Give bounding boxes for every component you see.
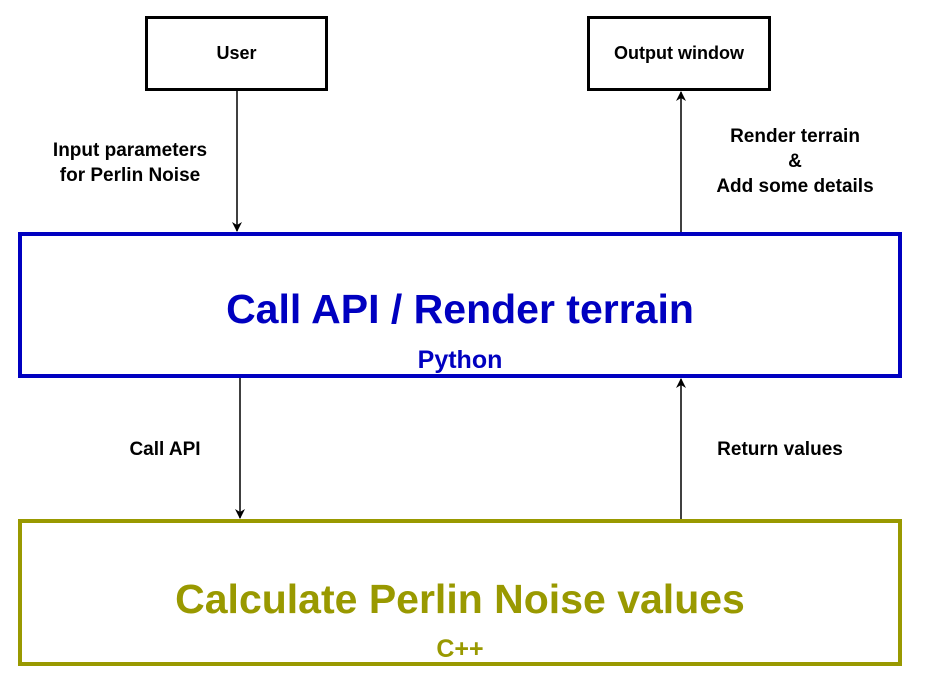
user-node: User: [145, 16, 328, 91]
edge-label-return-values: Return values: [717, 439, 843, 460]
edge-label-line: Render terrain: [730, 126, 860, 147]
python-node: Call API / Render terrain Python: [18, 232, 902, 378]
edge-label-input-parameters: Input parameters for Perlin Noise: [30, 138, 230, 188]
edge-label-line: Add some details: [716, 176, 874, 197]
cpp-node-subtitle: C++: [436, 635, 484, 663]
edge-label-render-terrain: Render terrain & Add some details: [690, 124, 900, 199]
python-node-subtitle: Python: [417, 346, 503, 374]
output-window-node: Output window: [587, 16, 771, 91]
output-window-node-label: Output window: [614, 43, 744, 63]
edge-label-line: Input parameters: [52, 140, 208, 161]
user-node-label: User: [216, 43, 257, 63]
edge-label-call-api: Call API: [129, 439, 201, 460]
python-node-title: Call API / Render terrain: [226, 286, 694, 332]
cpp-node-title: Calculate Perlin Noise values: [175, 576, 745, 622]
edge-label-line: for Perlin Noise: [59, 165, 201, 186]
cpp-node: Calculate Perlin Noise values C++: [18, 519, 902, 666]
edge-label-line: &: [788, 151, 802, 172]
